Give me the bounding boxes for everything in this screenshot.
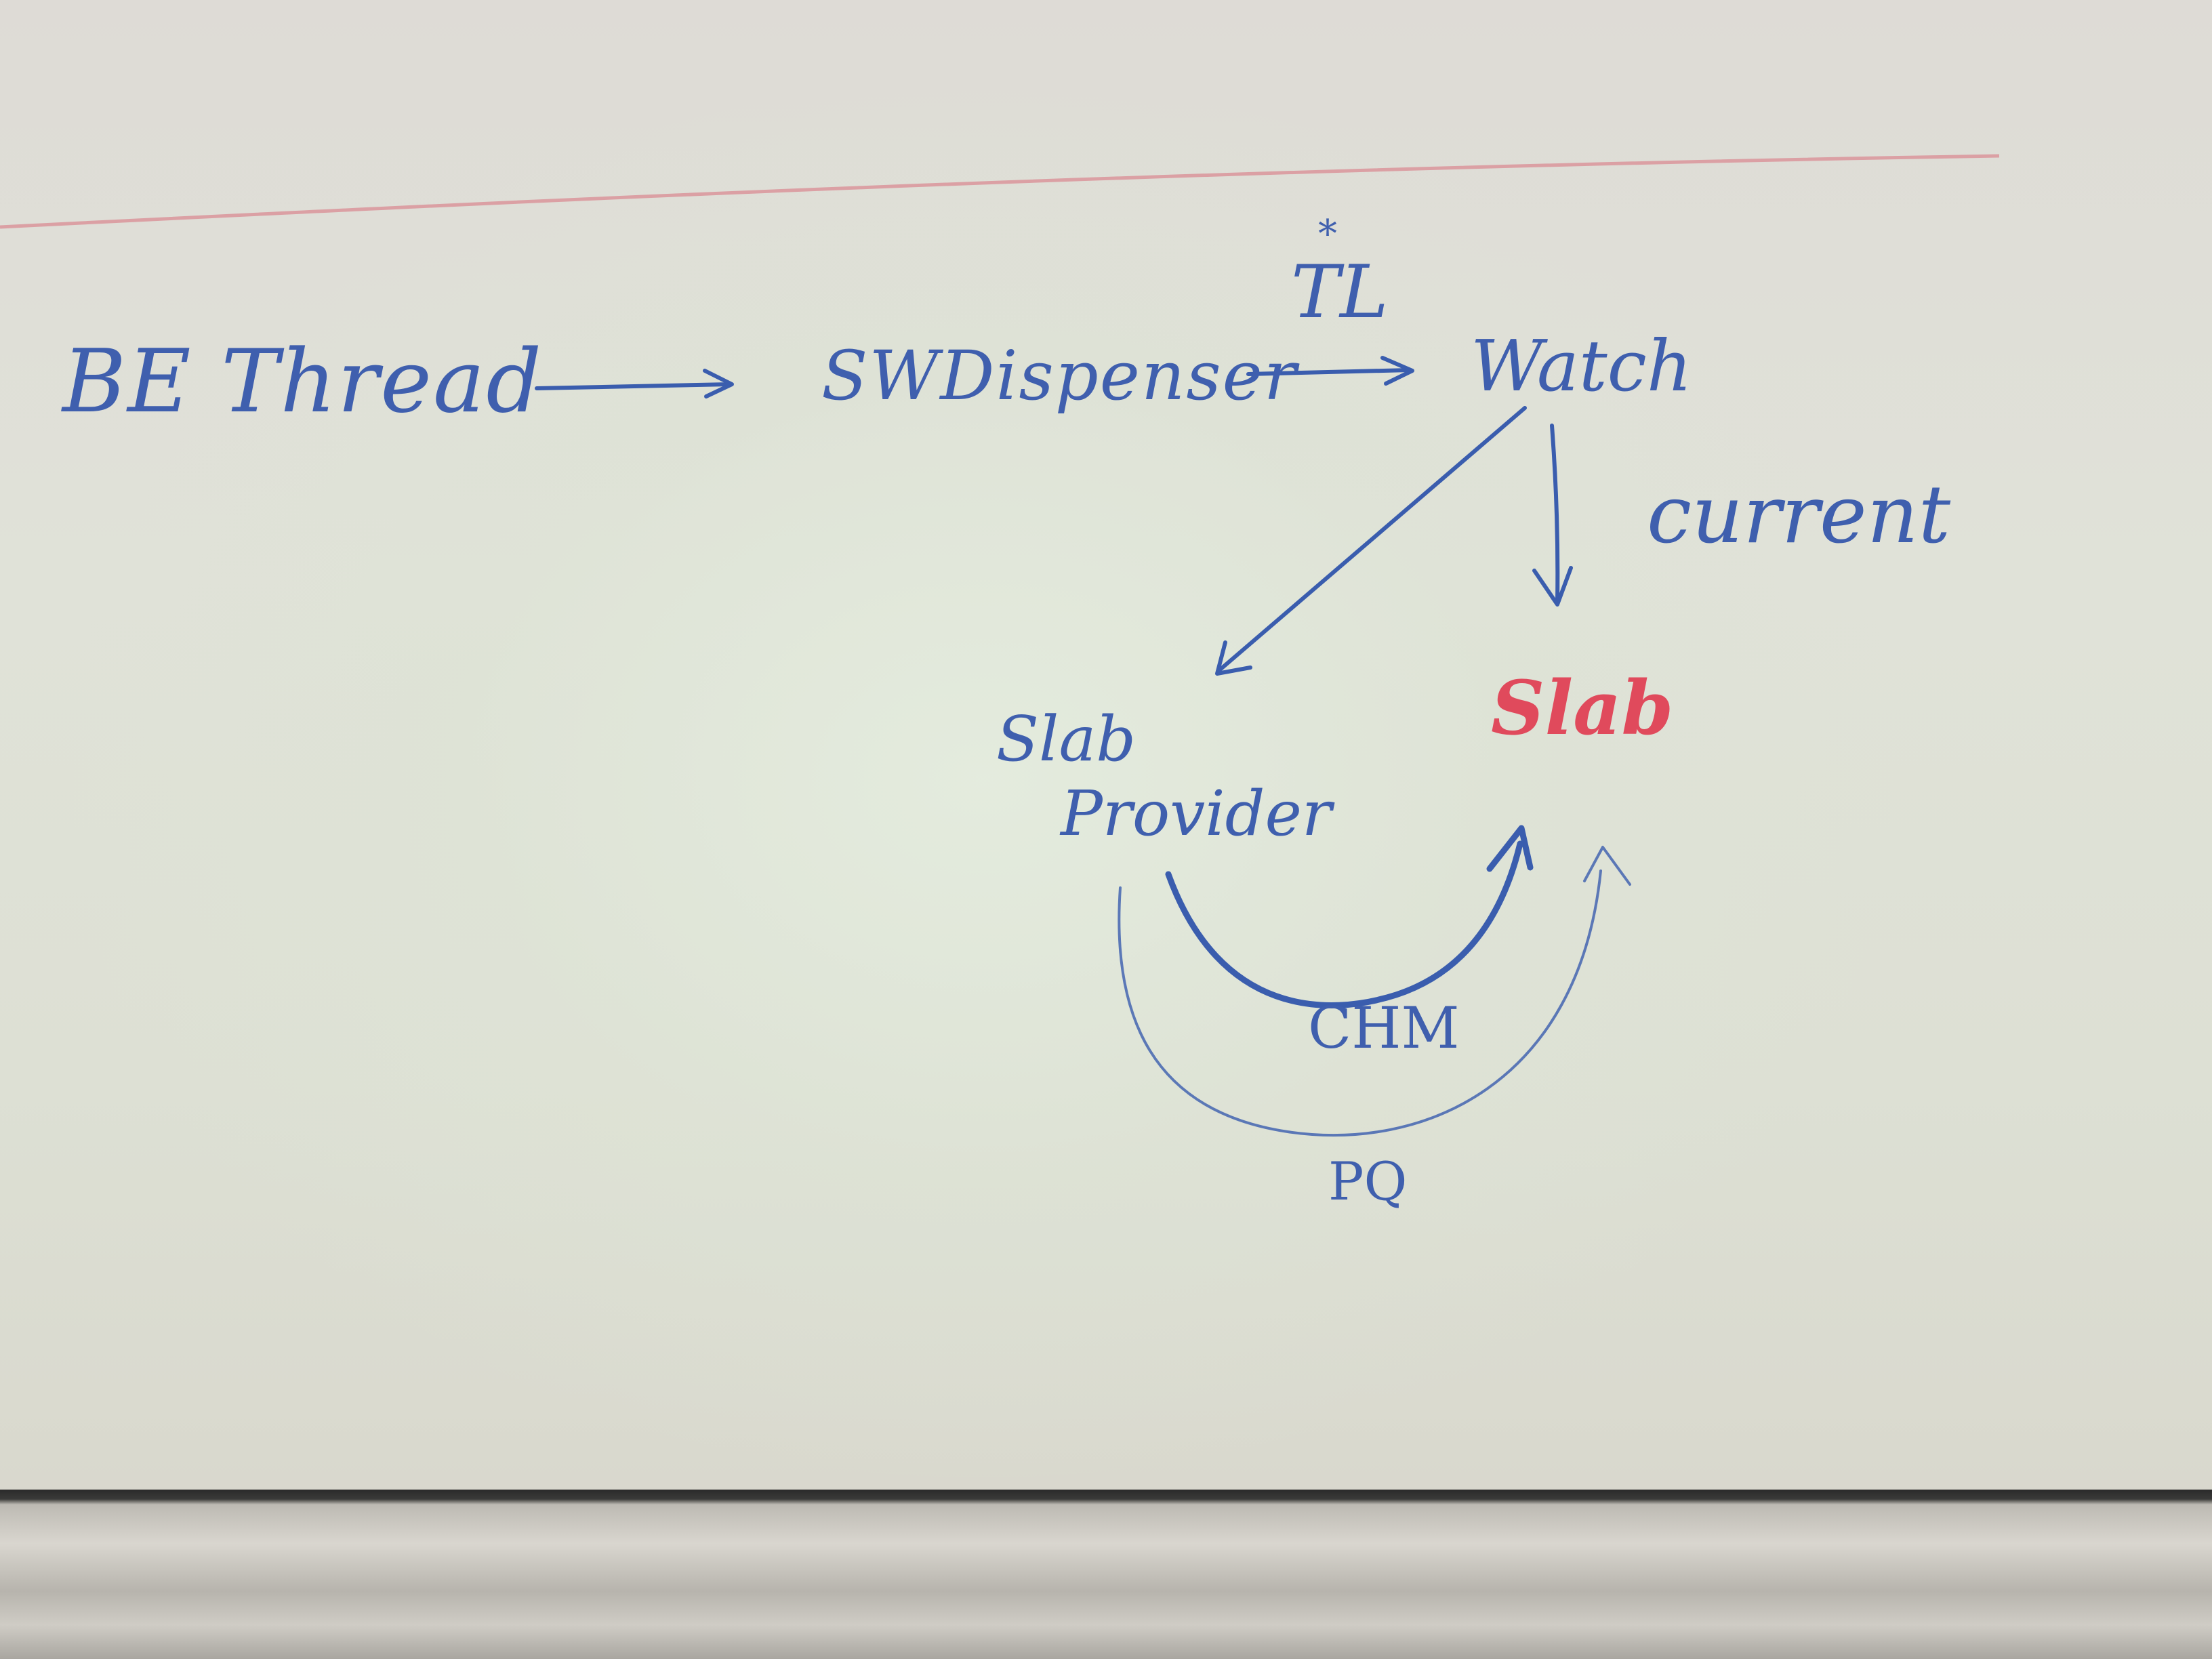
arrow-watch-to-slab-current bbox=[1532, 424, 1573, 607]
node-be-thread: BE Thread bbox=[62, 331, 544, 432]
arrow-be-thread-to-swdispenser bbox=[535, 369, 734, 398]
node-swdispenser: SWDispenser bbox=[821, 336, 1298, 415]
node-watch: Watch bbox=[1471, 325, 1692, 407]
top-red-line bbox=[0, 154, 2000, 229]
node-slab-provider-line1: Slab bbox=[996, 703, 1136, 775]
arrow-swdispenser-to-watch bbox=[1246, 356, 1414, 386]
arrow-pq bbox=[1118, 846, 1631, 1137]
edge-label-tl-mark: * bbox=[1318, 212, 1337, 256]
node-slab: Slab bbox=[1491, 664, 1674, 752]
node-slab-provider-line2: Provider bbox=[1061, 777, 1332, 850]
edge-label-chm: CHM bbox=[1308, 995, 1460, 1061]
arrow-chm bbox=[1165, 825, 1534, 1008]
edge-label-current: current bbox=[1647, 468, 1951, 561]
edge-label-pq: PQ bbox=[1328, 1151, 1408, 1212]
whiteboard-tray bbox=[0, 1490, 2212, 1659]
arrow-watch-to-slab-provider bbox=[1215, 406, 1527, 676]
edge-label-tl: TL bbox=[1291, 250, 1389, 335]
